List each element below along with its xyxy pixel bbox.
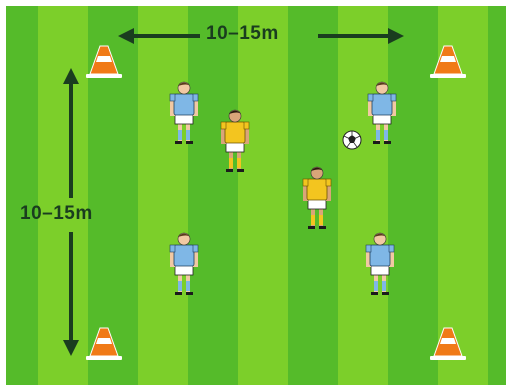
football-icon <box>342 130 362 150</box>
horizontal-dimension-label: 10–15m <box>206 23 279 44</box>
horizontal-dimension-arrow <box>118 28 404 44</box>
vertical-dimension-arrow <box>63 68 79 356</box>
vertical-dimension-label: 10–15m <box>20 203 93 224</box>
pitch-stripes <box>6 6 506 385</box>
